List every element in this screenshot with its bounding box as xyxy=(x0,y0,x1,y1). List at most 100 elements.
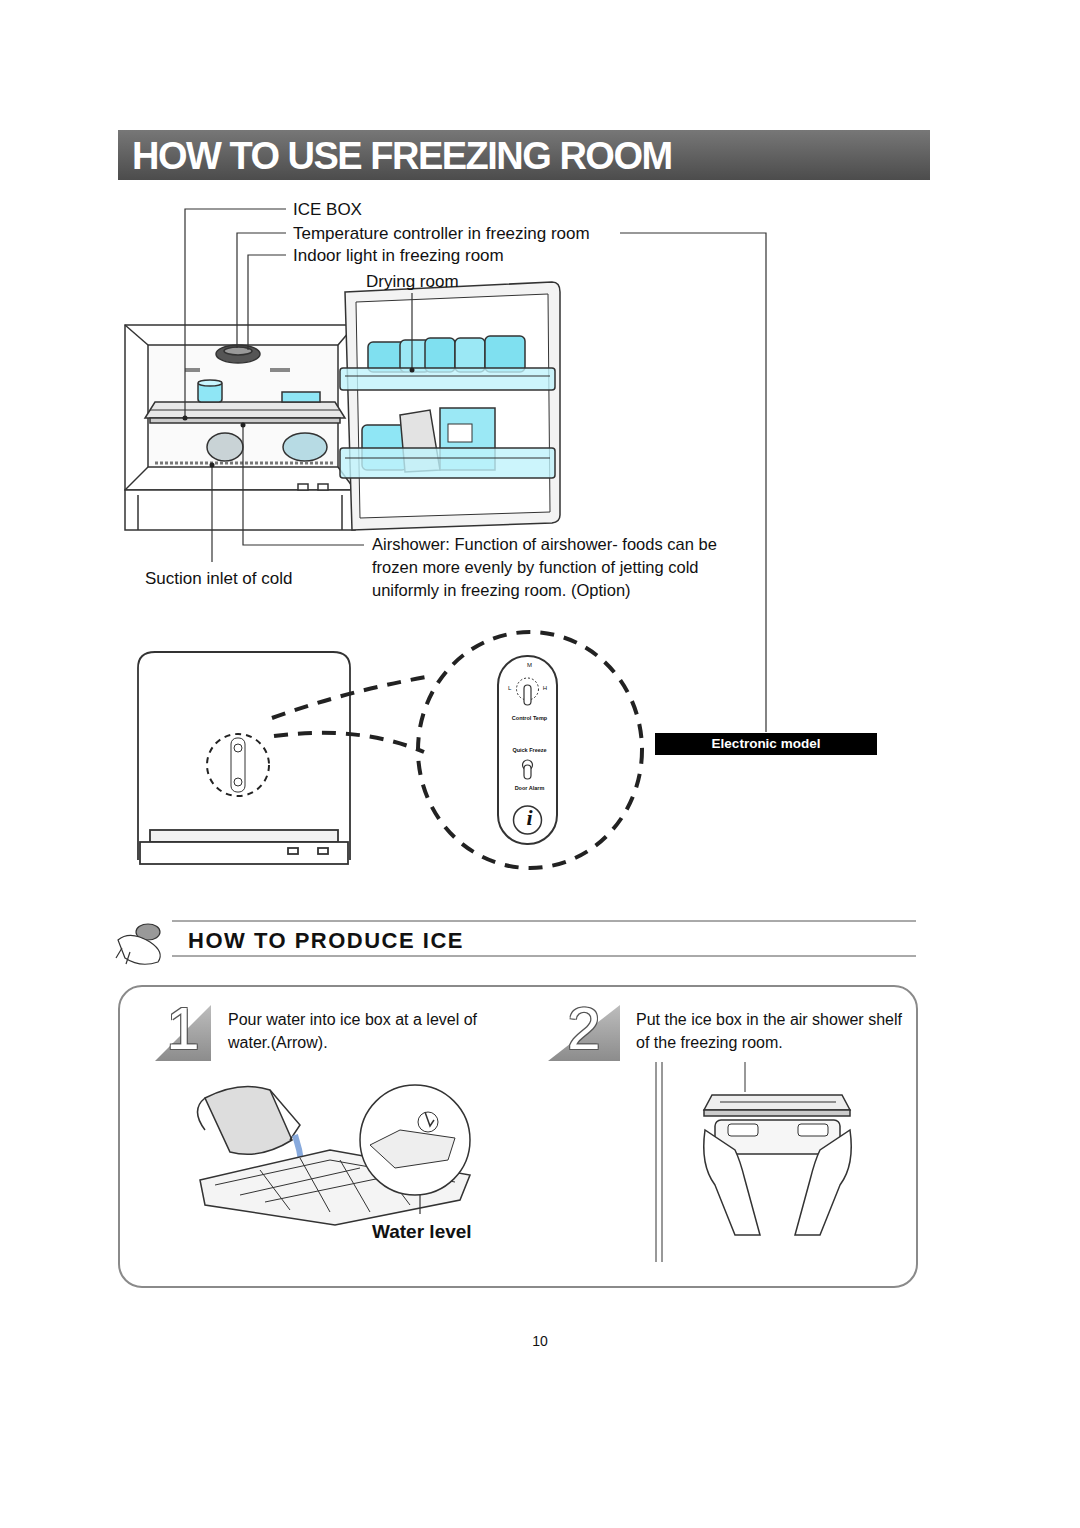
zoom-bubble xyxy=(418,632,642,868)
leader-dots xyxy=(241,423,246,428)
pitcher-and-tray xyxy=(370,1130,455,1168)
freezer-interior xyxy=(150,410,340,411)
panel-border xyxy=(118,985,918,1288)
leader-dots xyxy=(183,416,188,421)
step-badge: 2 xyxy=(548,1005,620,1061)
part-label: ICE BOX xyxy=(293,199,362,220)
heading-rules xyxy=(172,956,916,957)
leader-dots xyxy=(210,463,215,468)
panel-text: i xyxy=(499,807,560,829)
freezer-door xyxy=(340,282,560,530)
freezer-interior xyxy=(125,467,148,490)
panel-text: Control Temp xyxy=(499,715,560,722)
freezer-interior xyxy=(283,433,327,461)
freezer-interior xyxy=(207,433,243,461)
fridge-front xyxy=(138,652,350,860)
panel-text: Quick Freeze xyxy=(499,747,560,754)
freezer-interior xyxy=(125,490,355,530)
shelf-and-hands xyxy=(745,1062,746,1092)
freezer-interior xyxy=(125,325,355,530)
step-text: Pour water into ice box at a level of wa… xyxy=(228,1008,513,1054)
freezer-door xyxy=(345,458,550,459)
shelf-and-hands xyxy=(704,1110,850,1116)
leader-dots xyxy=(410,368,415,373)
fridge-front xyxy=(140,842,348,864)
freezer-interior xyxy=(341,495,343,530)
freezer-interior xyxy=(216,345,260,363)
pitcher-and-tray xyxy=(425,1112,434,1126)
shelf-and-hands xyxy=(795,1130,851,1235)
freezer-interior xyxy=(145,402,345,418)
control-panel: MLHControl TempQuick FreezeDoor Alarmi xyxy=(497,655,558,845)
page-title: HOW TO USE FREEZING ROOM xyxy=(132,133,672,181)
leader-lines xyxy=(211,466,212,562)
freezer-interior xyxy=(125,325,148,345)
freezer-interior xyxy=(282,392,320,402)
step-number: 2 xyxy=(548,999,620,1059)
heading-rules xyxy=(172,921,916,956)
leader-lines xyxy=(243,426,364,545)
freezer-door xyxy=(356,294,550,518)
fridge-front xyxy=(150,830,338,842)
fridge-front xyxy=(234,744,242,752)
part-label: Suction inlet of cold xyxy=(145,568,292,589)
zoom-bubble xyxy=(207,734,269,796)
freezer-door xyxy=(425,338,455,372)
mascot-icon xyxy=(116,948,130,964)
freezer-door xyxy=(340,368,555,390)
shelf-and-hands xyxy=(704,1095,850,1110)
step-number: 1 xyxy=(155,999,211,1059)
feature-note: Airshower: Function of airshower- foods … xyxy=(372,533,732,602)
leader-lines xyxy=(620,233,766,732)
shelf-and-hands xyxy=(728,1124,758,1136)
pitcher-and-tray xyxy=(198,1085,471,1225)
zoom-bubble xyxy=(274,733,424,752)
freezer-door xyxy=(345,282,560,530)
shelf-and-hands xyxy=(662,1062,663,1262)
title-banner xyxy=(118,130,930,180)
shelf-and-hands xyxy=(656,1062,851,1262)
leader-lines xyxy=(248,255,286,350)
freezer-interior xyxy=(150,418,340,423)
pitcher-and-tray xyxy=(198,1098,206,1130)
freezer-interior xyxy=(270,368,290,372)
pitcher-and-tray xyxy=(419,1195,420,1214)
panel-text: Door Alarm xyxy=(499,785,560,792)
fridge-front xyxy=(288,848,298,854)
part-label: Temperature controller in freezing room xyxy=(293,223,590,244)
freezer-door xyxy=(448,424,472,442)
freezer-door xyxy=(345,376,550,377)
model-label: Electronic model xyxy=(655,733,877,755)
freezer-interior xyxy=(298,484,308,490)
title-banner xyxy=(118,130,930,180)
part-label: Drying room xyxy=(366,271,459,292)
page-number: 10 xyxy=(520,1333,560,1351)
freezer-interior xyxy=(318,484,328,490)
callout-label: Water level xyxy=(372,1220,472,1244)
shelf-and-hands xyxy=(720,1102,836,1103)
fridge-front xyxy=(318,848,328,854)
pitcher-and-tray xyxy=(418,1112,438,1132)
freezer-interior xyxy=(185,368,200,372)
mascot-icon xyxy=(116,924,160,964)
steps-panel: HOW TO PRODUCE ICE12 xyxy=(118,918,918,1288)
leader-lines xyxy=(237,233,286,348)
pitcher-and-tray xyxy=(360,1085,470,1195)
shelf-and-hands xyxy=(704,1130,760,1235)
freezer-interior xyxy=(125,325,355,490)
panel-text: L xyxy=(508,685,511,693)
fridge-front xyxy=(231,738,245,792)
leader-lines xyxy=(185,209,286,416)
heading-rules xyxy=(172,921,916,922)
part-label: Indoor light in freezing room xyxy=(293,245,504,266)
freezer-door xyxy=(455,338,485,372)
shelf-and-hands xyxy=(798,1124,828,1136)
zoom-bubble xyxy=(272,676,432,718)
step-badge: 1 xyxy=(155,1005,211,1061)
model-tag: Electronic model xyxy=(655,733,877,755)
zoom-bubble xyxy=(207,632,642,868)
freezer-interior xyxy=(198,380,222,386)
fridge-front xyxy=(138,652,350,864)
leader-lines xyxy=(411,293,412,368)
freezer-door xyxy=(485,336,525,372)
